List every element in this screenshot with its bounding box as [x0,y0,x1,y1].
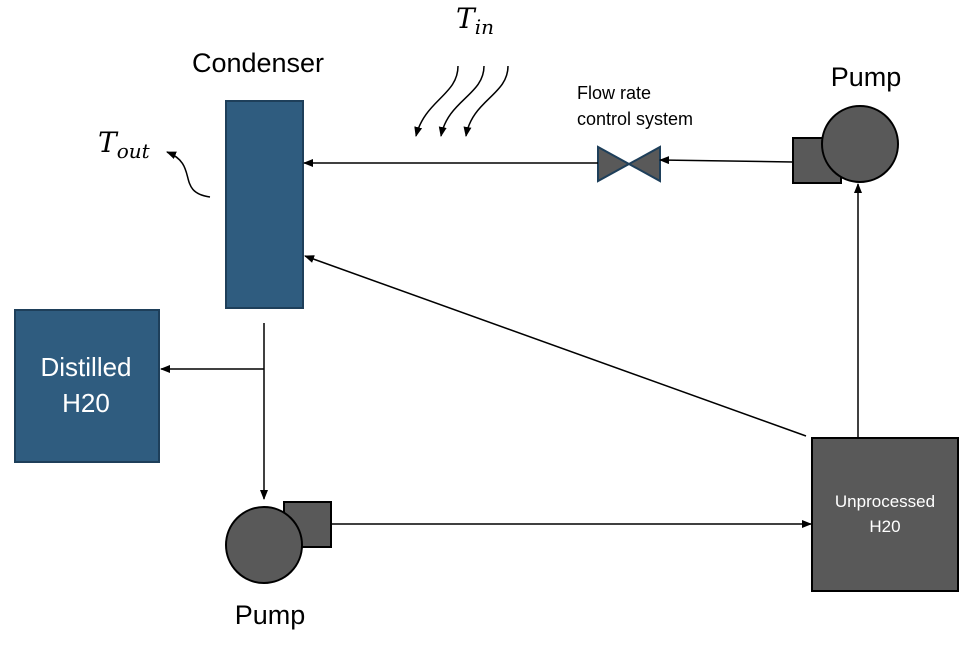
flow-control-label-line1: Flow rate [577,83,651,103]
pipe-tank-to-condenser [304,255,807,437]
condenser-label: Condenser [192,48,324,78]
distilled-label-line1: Distilled [40,352,131,382]
pump-bottom [225,501,332,584]
t-out-arrow [166,151,211,198]
pump-top-label: Pump [831,62,902,92]
unprocessed-label-line1: Unprocessed [835,492,935,511]
pipe-pump-to-valve [659,156,794,165]
t-in-arrows [414,65,509,137]
pump-bottom-label: Pump [235,600,306,630]
unprocessed-label-line2: H20 [869,517,900,536]
flow-control-valve [597,145,661,183]
unprocessed-tank [811,437,959,592]
flow-control-label-line2: control system [577,109,693,129]
condenser-box [225,100,304,309]
distilled-tank [14,309,160,463]
t-in-label: Tin [456,2,494,39]
pump-top [792,105,899,184]
t-out-label: Tout [98,126,151,163]
distilled-label-line2: H20 [62,388,110,418]
